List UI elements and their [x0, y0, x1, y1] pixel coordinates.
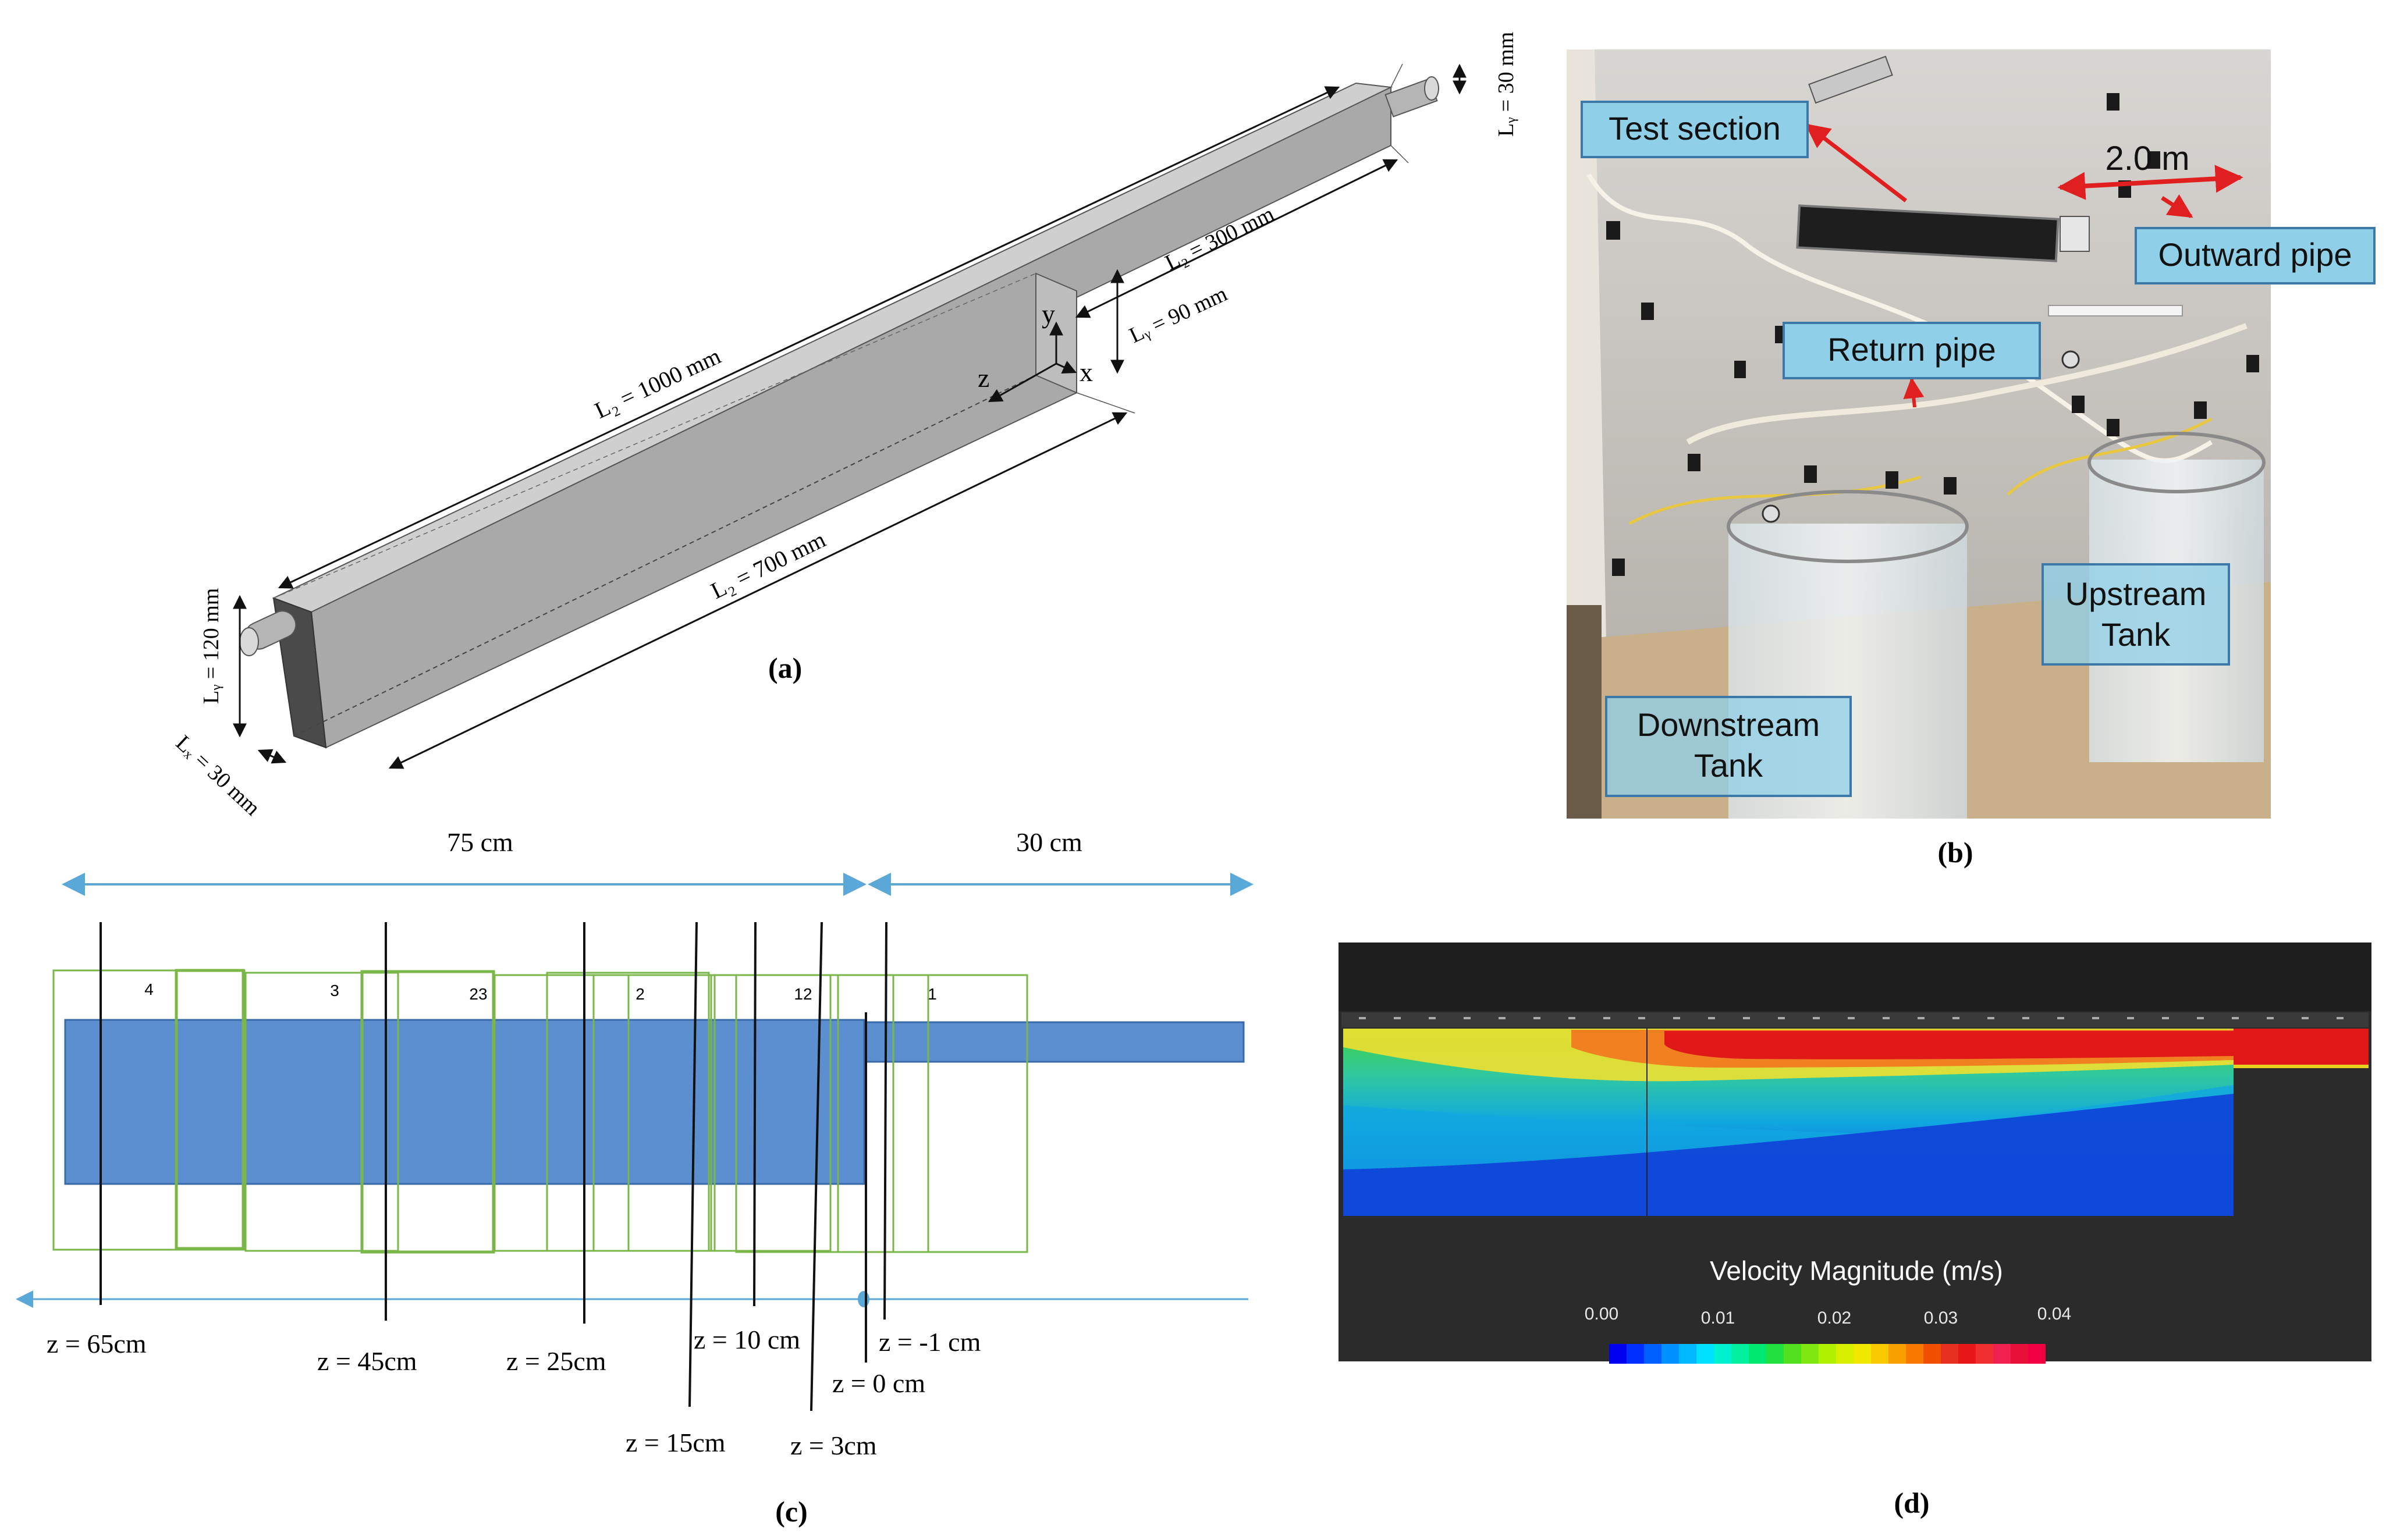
dim-line-lz-700 [388, 412, 1128, 769]
panel-d: Velocity Magnitude (m/s) 0.00 0.01 0.02 … [1338, 943, 2371, 1519]
label-downstream-tank-line1: Downstream [1637, 706, 1820, 743]
zone-label-4: 4 [144, 980, 154, 998]
legend-title: Velocity Magnitude (m/s) [1710, 1256, 2003, 1286]
position-label-45: z = 45cm [317, 1346, 417, 1376]
plot-top-band [1338, 943, 2371, 1011]
contour-deep-blue [1343, 1094, 2234, 1216]
position-label-0: z = 0 cm [832, 1368, 925, 1398]
zone-label-3: 3 [330, 981, 339, 1000]
tubing [1586, 173, 2213, 463]
dim-label-ly-120: Lᵧ = 120 mm [199, 588, 223, 704]
extension-line [1390, 145, 1409, 163]
position-label-25: z = 25cm [506, 1346, 606, 1376]
axis-z-arrow [988, 362, 1057, 403]
zone-label-2: 2 [635, 985, 645, 1003]
plot-axis-strip [1341, 1012, 2369, 1027]
duct-top-face [272, 82, 1393, 613]
panel-a-caption: (a) [768, 652, 802, 684]
label-test-section: Test section [1609, 110, 1781, 147]
label-return-pipe: Return pipe [1827, 331, 1996, 368]
test-section-fitting [2060, 216, 2090, 252]
label-distance: 2.0 m [2105, 140, 2189, 177]
extension-line [1390, 63, 1403, 88]
label-box-outward-pipe [2135, 227, 2376, 284]
position-label-minus1: z = -1 cm [879, 1327, 981, 1357]
dim-line-lz-300 [1075, 159, 1398, 318]
contour-right-dark [2234, 1065, 2369, 1217]
arrow-distance [2057, 165, 2243, 200]
tubing [1628, 475, 1921, 525]
floor-strip [1567, 605, 1602, 819]
panel-c: 75 cm 30 cm 4 3 23 2 12 1 [15, 827, 1254, 1528]
label-upstream-tank-line1: Upstream [2065, 575, 2207, 612]
zone-boxes [52, 969, 1028, 1254]
test-section-duct [1796, 204, 2060, 262]
channel-narrow [863, 1021, 1245, 1063]
tubing [1686, 323, 2248, 445]
label-outward-pipe: Outward pipe [2158, 236, 2352, 273]
gauge [1762, 504, 1780, 523]
contour-red-jet [1664, 1031, 2234, 1059]
label-upstream-tank-line2: Tank [2101, 616, 2171, 653]
inlet-pipe-end [239, 627, 259, 656]
span-label-left: 75 cm [447, 827, 513, 857]
contour-outlet-edge [2234, 1065, 2369, 1068]
legend-tick-0.01: 0.01 [1701, 1308, 1735, 1328]
valves [1606, 93, 2259, 576]
zone-label-12: 12 [794, 985, 812, 1003]
flowmeter [1808, 55, 1893, 104]
dim-label-ly-30: Lᵧ = 30 mm [1494, 32, 1518, 137]
position-label-65: z = 65cm [47, 1329, 147, 1358]
dim-label-ly-90: Lᵧ = 90 mm [1126, 282, 1231, 348]
position-label-15: z = 15cm [626, 1428, 726, 1457]
zone-label-23: 23 [469, 985, 487, 1003]
dim-label-lx-30: Lₓ = 30 mm [171, 731, 265, 820]
position-label-10: z = 10 cm [694, 1325, 800, 1354]
channel-wide [64, 1019, 865, 1185]
panel-a: y x z L₂ = 1000 mm L₂ = 700 mm L₂ = 300 … [171, 32, 1518, 821]
panel-b: Test section 2.0 m Outward pipe Return p… [1567, 49, 2376, 869]
dim-line-lx-30 [257, 749, 287, 764]
zone-label-1: 1 [928, 985, 937, 1003]
legend-tick-0.00: 0.00 [1585, 1304, 1618, 1324]
colorbar [1609, 1344, 2046, 1364]
label-downstream-tank-line2: Tank [1694, 747, 1763, 784]
label-box-test-section [1581, 101, 1809, 158]
label-box-return-pipe [1783, 322, 2041, 379]
label-box-upstream-tank [2041, 563, 2230, 666]
arrow-outward-pipe [2161, 194, 2193, 218]
legend-tick-0.02: 0.02 [1817, 1308, 1851, 1328]
axis-y-label: y [1042, 299, 1055, 329]
panel-b-caption: (b) [1937, 836, 1973, 869]
axis-x-label: x [1080, 357, 1093, 387]
extension-line [1076, 392, 1135, 414]
outlet-pipe-end [1424, 76, 1439, 101]
shelf [2048, 305, 2183, 316]
gauge [2061, 350, 2080, 369]
label-box-downstream-tank [1605, 696, 1852, 797]
span-label-right: 30 cm [1016, 827, 1082, 857]
legend-tick-0.04: 0.04 [2037, 1304, 2071, 1324]
arrow-return-pipe [1903, 377, 1925, 408]
contour-outlet-jet [2234, 1029, 2369, 1065]
axis-ticks [1359, 1017, 2344, 1019]
panel-d-caption: (d) [1894, 1486, 1929, 1519]
arrow-test-section [1805, 123, 1908, 202]
origin-marker [858, 1291, 869, 1307]
legend-tick-0.03: 0.03 [1924, 1308, 1958, 1328]
axis-x-arrow [1056, 361, 1077, 374]
measurement-lines [100, 922, 887, 1411]
position-label-3: z = 3cm [790, 1431, 877, 1460]
axis-z-label: z [978, 363, 989, 393]
panel-c-caption: (c) [775, 1495, 808, 1528]
